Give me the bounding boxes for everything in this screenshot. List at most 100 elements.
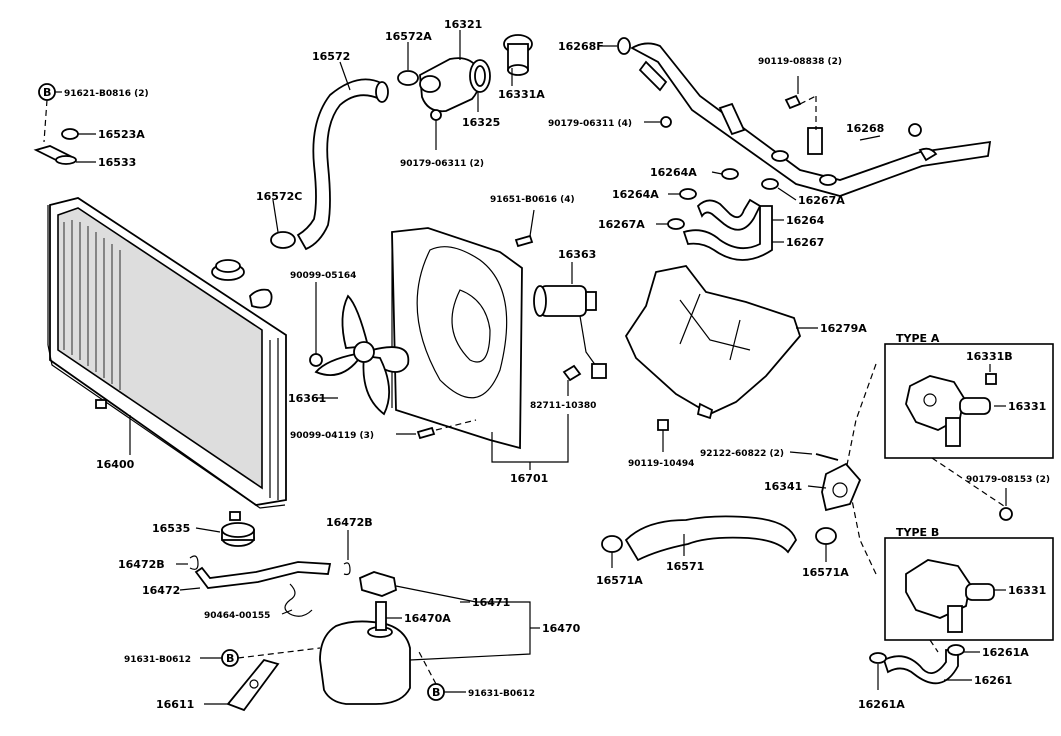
hose-16572 <box>296 78 387 251</box>
radiator-16400 <box>47 197 287 521</box>
label-90179-b: 90179-06311 (4) <box>548 119 632 129</box>
label-16361: 16361 <box>288 392 326 405</box>
clamp-16261A-2 <box>869 652 887 664</box>
label-16261: 16261 <box>974 674 1012 687</box>
label-16267A-2: 16267A <box>598 218 645 231</box>
label-16268F: 16268F <box>558 40 604 53</box>
dashed-link-a <box>845 363 877 471</box>
type-a-box <box>884 343 1054 459</box>
reservoir-cap-16535 <box>221 522 255 547</box>
cover-16279A <box>624 265 802 420</box>
clamp-16472B-2 <box>343 562 351 576</box>
label-16264A-2: 16264A <box>612 188 659 201</box>
nut-90099-a <box>309 353 323 367</box>
clamp-16571A-2 <box>815 527 837 545</box>
label-91631-a: 91631-B0612 <box>124 655 191 665</box>
water-inlet-type-b <box>905 559 995 633</box>
label-16331B: 16331B <box>966 350 1013 363</box>
thermostat-16331A <box>503 34 533 76</box>
clip-90464 <box>284 583 313 617</box>
stud-92122 <box>815 453 839 461</box>
label-16572C: 16572C <box>256 190 302 203</box>
clamp-16267A-2 <box>667 218 685 230</box>
label-82711: 82711-10380 <box>530 401 596 411</box>
clamp-16264A-2 <box>679 188 697 200</box>
label-16264: 16264 <box>786 214 825 227</box>
label-91621: 91621-B0816 (2) <box>64 89 149 99</box>
label-16572A: 16572A <box>385 30 432 43</box>
label-16472B-1: 16472B <box>118 558 165 571</box>
label-91631-b: 91631-B0612 <box>468 689 535 699</box>
label-16331-b: 16331 <box>1008 584 1046 597</box>
bolt-90179-a <box>430 109 442 121</box>
clamp-16264A-1 <box>721 168 739 180</box>
hose-16571 <box>624 515 797 562</box>
clamp-16571A-1 <box>601 535 623 553</box>
label-90179-c: 90179-08153 (2) <box>966 475 1050 485</box>
bracket-16471-16470 <box>395 585 531 661</box>
label-16325: 16325 <box>462 116 500 129</box>
label-16261A-2: 16261A <box>858 698 905 711</box>
bolt-90119-a <box>784 94 802 110</box>
label-16267A-1: 16267A <box>798 194 845 207</box>
clamp-16267A-1 <box>761 178 779 190</box>
hose-16264 <box>696 198 762 231</box>
bolt-90099-b <box>416 426 436 440</box>
label-16523A: 16523A <box>98 128 145 141</box>
label-type-a: TYPE A <box>896 332 940 345</box>
callout-b-2-letter: B <box>226 652 234 665</box>
clamp-16472B-1 <box>189 555 199 570</box>
label-90179-a: 90179-06311 (2) <box>400 159 484 169</box>
label-16472: 16472 <box>142 584 180 597</box>
label-16470: 16470 <box>542 622 581 635</box>
label-16701: 16701 <box>510 472 548 485</box>
clamp-16261A-1 <box>947 644 965 656</box>
label-16611: 16611 <box>156 698 194 711</box>
water-pipe-16268 <box>630 42 992 197</box>
water-inlet-type-a <box>905 375 991 447</box>
callout-b-1-letter: B <box>43 86 51 99</box>
label-16341: 16341 <box>764 480 802 493</box>
fan-motor-16363 <box>533 285 607 379</box>
reservoir-tank-16470 <box>319 571 411 705</box>
label-90119-b: 90119-10494 <box>628 459 694 469</box>
label-type-b: TYPE B <box>896 526 939 539</box>
bolt-90119-b <box>657 419 669 431</box>
label-16471: 16471 <box>472 596 510 609</box>
label-16264A-1: 16264A <box>650 166 697 179</box>
label-16572: 16572 <box>312 50 350 63</box>
radiator-cap <box>211 259 273 309</box>
label-90464: 90464-00155 <box>204 611 270 621</box>
plug-16331B <box>985 373 997 385</box>
bracket-16611 <box>226 658 280 712</box>
nut-90179-c <box>999 507 1013 521</box>
label-16363: 16363 <box>558 248 596 261</box>
part-16523A <box>61 128 79 140</box>
bolt-91651 <box>514 234 534 248</box>
label-90119-a: 90119-08838 (2) <box>758 57 842 67</box>
type-b-box <box>884 537 1054 641</box>
bolt-90179-b <box>660 116 672 128</box>
label-16267: 16267 <box>786 236 824 249</box>
callout-b-3-letter: B <box>432 686 440 699</box>
fan-shroud <box>391 227 523 450</box>
label-16470A: 16470A <box>404 612 451 625</box>
label-16279A: 16279A <box>820 322 867 335</box>
fan-blade-16361 <box>314 294 410 416</box>
label-16321: 16321 <box>444 18 482 31</box>
label-90099-a: 90099-05164 <box>290 271 356 281</box>
label-16571A-1: 16571A <box>596 574 643 587</box>
label-16533: 16533 <box>98 156 136 169</box>
label-91651: 91651-B0616 (4) <box>490 195 575 205</box>
connector-82711 <box>562 364 582 382</box>
label-16331-a: 16331 <box>1008 400 1046 413</box>
gasket-16341 <box>821 462 862 512</box>
hose-16261 <box>882 649 959 685</box>
label-16331A: 16331A <box>498 88 545 101</box>
label-16571A-2: 16571A <box>802 566 849 579</box>
label-16571: 16571 <box>666 560 704 573</box>
label-16472B-2: 16472B <box>326 516 373 529</box>
hose-16472 <box>194 561 332 589</box>
